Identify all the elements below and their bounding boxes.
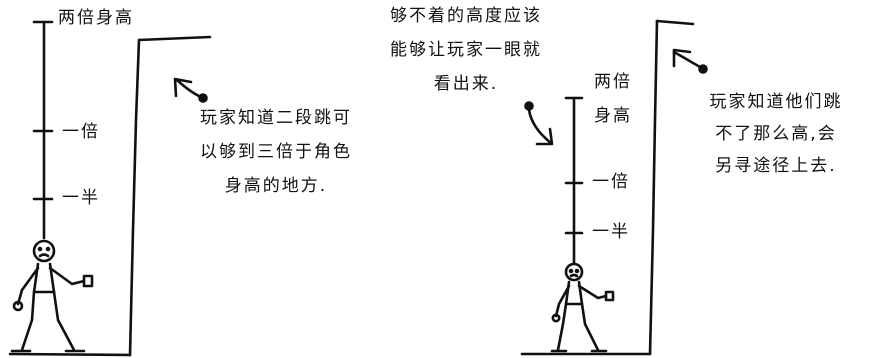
left-label-two-heights: 两倍身高	[58, 8, 134, 28]
middle-note-line-2: 能够让玩家一眼就	[390, 40, 542, 60]
right-character	[550, 262, 615, 353]
middle-arrow-icon	[524, 101, 554, 146]
middle-note-line-3: 看出来.	[433, 74, 499, 94]
right-label-heights: 身高	[594, 106, 632, 126]
right-caption-line-3: 另寻途径上去.	[715, 156, 837, 176]
right-caption-line-2: 不了那么高,会	[715, 124, 837, 144]
left-wall	[128, 35, 212, 357]
right-label-half-height: 一半	[592, 222, 630, 242]
left-arrow-icon	[173, 77, 208, 103]
left-label-one-height: 一倍	[62, 122, 100, 142]
left-height-ruler	[32, 20, 54, 240]
right-height-ruler	[564, 96, 584, 265]
right-wall	[648, 19, 695, 356]
right-arrow-icon	[672, 48, 708, 74]
left-ground	[8, 352, 132, 357]
left-caption-line-2: 以够到三倍于角色	[200, 142, 352, 162]
right-caption-line-1: 玩家知道他们跳	[709, 92, 843, 112]
right-label-one-height: 一倍	[592, 172, 630, 192]
left-label-half-height: 一半	[62, 188, 100, 208]
middle-note-line-1: 够不着的高度应该	[390, 6, 542, 26]
left-caption-line-1: 玩家知道二段跳可	[200, 108, 352, 128]
right-label-two: 两倍	[594, 72, 632, 92]
left-character	[10, 239, 94, 353]
left-caption-line-3: 身高的地方.	[224, 176, 328, 196]
